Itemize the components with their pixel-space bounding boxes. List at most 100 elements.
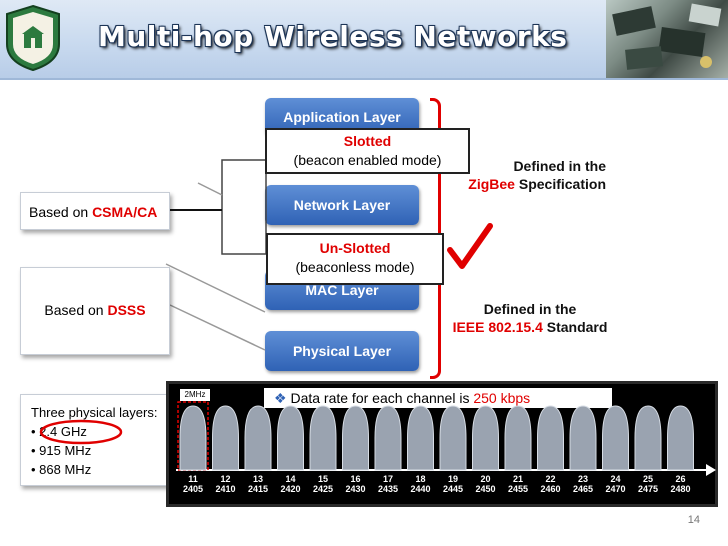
band-item: • 2.4 GHz (31, 424, 87, 439)
channel-hump (407, 405, 434, 471)
data-rate-callout: ❖ Data rate for each channel is 250 kbps (264, 388, 612, 408)
csma-keyword: CSMA/CA (92, 204, 158, 220)
network-layer-label: Network Layer (293, 197, 391, 213)
csma-prefix: Based on (29, 204, 93, 220)
mac-layer-label: MAC Layer (305, 282, 379, 298)
channel-number: 18 (415, 474, 426, 484)
channel-hump (179, 405, 207, 471)
channel-number: 20 (480, 474, 491, 484)
slotted-subtitle: (beacon enabled mode) (293, 152, 442, 168)
unslotted-subtitle: (beaconless mode) (295, 259, 415, 275)
channel-frequency: 2455 (507, 484, 529, 494)
unslotted-title: Un-Slotted (319, 240, 391, 256)
ieee-line2: IEEE 802.15.4 Standard (445, 318, 615, 336)
band-label: 868 MHz (39, 462, 92, 477)
channel-number: 14 (285, 474, 296, 484)
channel-hump (212, 405, 239, 471)
channel-frequency: 2425 (312, 484, 334, 494)
channel-hump (439, 405, 467, 471)
band-label: 2.4 GHz (39, 424, 87, 439)
application-layer-label: Application Layer (283, 109, 401, 125)
channel-frequency: 2430 (345, 484, 366, 494)
channel-number: 26 (675, 474, 686, 484)
physical-layer: Physical Layer (265, 331, 419, 371)
channel-humps (176, 401, 716, 476)
channel-frequency: 2420 (280, 484, 301, 494)
channel-frequency: 2480 (670, 484, 691, 494)
data-rate-value: 250 kbps (473, 390, 531, 406)
phy-title: Three physical layers: (31, 405, 158, 420)
channel-hump (342, 405, 369, 471)
channel-frequency: 2405 (182, 484, 204, 494)
channel-number: 16 (350, 474, 361, 484)
channel-hump (472, 405, 499, 471)
channel-frequency: 2410 (215, 484, 236, 494)
channel-hump (504, 405, 532, 471)
ieee-line1: Defined in the (483, 301, 577, 317)
csma-box: Based on CSMA/CA (20, 192, 170, 230)
dsss-prefix: Based on (44, 302, 108, 318)
channel-frequency: 2460 (540, 484, 561, 494)
ieee-brand: IEEE 802.15.4 (452, 319, 543, 335)
zigbee-line2: ZigBee Specification (446, 175, 606, 193)
slotted-mode-box: Slotted (beacon enabled mode) (265, 128, 470, 174)
channel-number: 22 (545, 474, 556, 484)
university-logo (4, 4, 62, 72)
network-layer: Network Layer (265, 185, 419, 225)
data-rate-prefix: Data rate for each channel is (290, 390, 474, 406)
slide-title: Multi-hop Wireless Networks (98, 20, 568, 53)
ieee-definition: Defined in the IEEE 802.15.4 Standard (445, 300, 615, 336)
channel-frequency: 2450 (475, 484, 496, 494)
checkmark-icon (447, 223, 493, 269)
channel-number: 11 (188, 474, 198, 484)
channel-frequency: 2440 (410, 484, 431, 494)
page-number: 14 (687, 514, 700, 526)
ieee-rest: Standard (542, 319, 608, 335)
channel-hump (602, 405, 629, 471)
channel-number: 24 (610, 474, 621, 484)
unslotted-mode-box: Un-Slotted (beaconless mode) (266, 233, 444, 285)
diamond-bullet-icon: ❖ (274, 390, 287, 406)
channel-frequency: 2470 (605, 484, 626, 494)
channel-hump (309, 405, 337, 471)
band-label: 915 MHz (39, 443, 92, 458)
physical-layers-box: Three physical layers: • 2.4 GHz • 915 M… (20, 394, 170, 486)
channel-frequency: 2445 (442, 484, 464, 494)
band-item: • 868 MHz (31, 462, 92, 477)
channel-hump (667, 405, 694, 471)
channel-number: 25 (642, 474, 653, 484)
band-item: • 915 MHz (31, 443, 92, 458)
zigbee-line1: Defined in the (513, 158, 606, 174)
channel-number: 21 (512, 474, 523, 484)
zigbee-brand: ZigBee (468, 176, 515, 192)
channel-number: 17 (382, 474, 393, 484)
channel-number: 13 (252, 474, 263, 484)
bandwidth-label: 2MHz (180, 389, 210, 401)
channel-hump (537, 405, 564, 471)
highlight-ellipse (39, 419, 123, 445)
channel-hump (569, 405, 597, 471)
channel-hump-group (179, 405, 694, 471)
channel-frequency: 2465 (572, 484, 594, 494)
dsss-box: Based on DSSS (20, 267, 170, 355)
zigbee-definition: Defined in the ZigBee Specification (446, 157, 606, 193)
channel-number: 23 (577, 474, 588, 484)
channel-hump (634, 405, 662, 471)
channel-hump (374, 405, 402, 471)
